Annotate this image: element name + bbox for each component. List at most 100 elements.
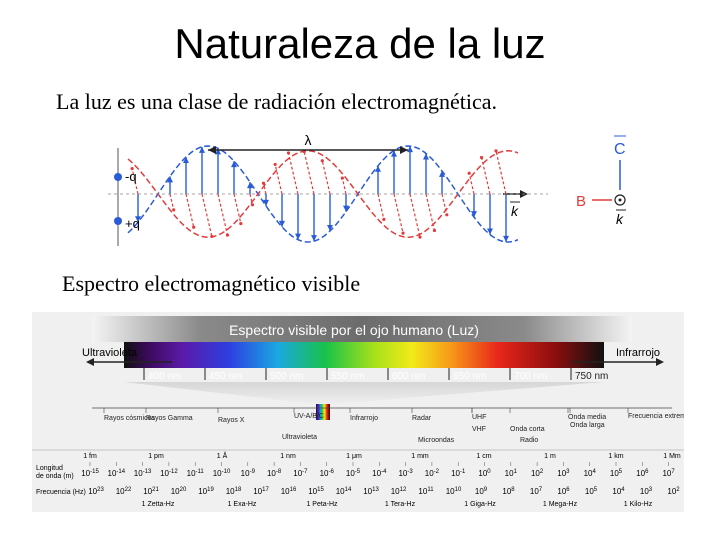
negative-charge <box>114 173 122 181</box>
wavelength-exponent: 107 <box>662 469 675 478</box>
wavelength-tick-label: 500 nm <box>270 371 303 382</box>
b-field-arrow <box>217 193 229 236</box>
wavelength-tick-label: 450 nm <box>209 371 242 382</box>
b-field-arrow <box>409 193 421 238</box>
frequency-exponent: 1016 <box>281 487 297 496</box>
wavelength-tick-label: 700 nm <box>514 371 547 382</box>
e-field-arrow-head <box>343 205 349 212</box>
b-field-arrow <box>274 164 283 195</box>
b-field-arrow-head <box>494 149 498 153</box>
b-field-arrow <box>185 193 195 228</box>
b-field-arrow <box>377 193 385 220</box>
frequency-unit: 1 Mega-Hz <box>543 501 578 508</box>
wavelength-exponent: 100 <box>478 469 491 478</box>
b-field-arrow-head <box>172 208 176 212</box>
b-field-arrow-head <box>261 181 266 185</box>
wavelength-unit: 1 m <box>544 453 556 460</box>
b-field-arrow <box>303 151 315 195</box>
frequency-exponent: 1023 <box>88 487 104 496</box>
wavelength-exponent: 10-3 <box>398 469 413 478</box>
e-field-arrow-head <box>391 150 397 157</box>
e-field-arrow-head <box>247 182 253 189</box>
uv-arrow-head <box>86 358 94 366</box>
wavelength-unit: 1 mm <box>411 453 429 460</box>
frequency-exponent: 1019 <box>198 487 214 496</box>
region-label: Infrarrojo <box>350 415 378 422</box>
e-field-arrow-head <box>167 176 173 183</box>
wavelength-unit: 1 km <box>608 453 623 460</box>
b-field-arrow-head <box>432 228 437 233</box>
e-field-arrow-head <box>375 165 381 172</box>
axis-k-label: k <box>616 211 624 227</box>
b-field-arrow <box>393 193 404 234</box>
frequency-exponent: 105 <box>585 487 598 496</box>
wavelength-tick-label: 400 nm <box>148 371 181 382</box>
magnetic-field-wave <box>127 150 519 238</box>
region-label: Onda media <box>568 414 606 421</box>
frequency-exponent: 1014 <box>336 487 352 496</box>
wavelength-exponent: 10-9 <box>241 469 256 478</box>
e-field-arrow-head <box>503 235 509 242</box>
b-field-arrow <box>249 193 254 205</box>
region-label: UV-A/B/C <box>294 413 324 420</box>
ir-arrow-head <box>656 358 664 366</box>
wavelength-unit: 1 nm <box>280 453 296 460</box>
region-label: Rayos X <box>218 417 245 424</box>
wavelength-tick-label: 550 nm <box>331 371 364 382</box>
slide-subtitle: La luz es una clase de radiación electro… <box>56 89 497 114</box>
wavelength-exponent: 10-15 <box>81 469 99 478</box>
frequency-unit: 1 Giga-Hz <box>464 501 496 508</box>
e-field-arrow-head <box>279 220 285 227</box>
b-field-arrow-head <box>250 203 255 207</box>
wavelength-tick-label: 600 nm <box>392 371 425 382</box>
visible-funnel <box>124 382 604 404</box>
field-axes-diagram: C B k <box>576 135 626 227</box>
b-field-arrow-head <box>340 176 344 180</box>
wavelength-unit: 1 cm <box>476 453 491 460</box>
spectrum-banner <box>92 316 632 342</box>
b-field-arrow-head <box>320 159 324 163</box>
e-field-arrow-head <box>471 211 477 218</box>
frequency-unit: 1 Tera-Hz <box>385 501 416 508</box>
frequency-unit: 1 Exa-Hz <box>228 501 257 508</box>
out-of-page-dot <box>618 198 622 202</box>
frequency-exponent: 1012 <box>391 487 407 496</box>
b-field-arrow-head <box>479 155 484 160</box>
b-field-arrow <box>468 173 475 195</box>
b-field-arrow-head <box>130 167 134 171</box>
wavelength-exponent: 10-14 <box>108 469 126 478</box>
frequency-exponent: 1021 <box>143 487 159 496</box>
region-label: Onda corta <box>510 426 545 433</box>
wavelength-exponent: 10-11 <box>187 469 205 478</box>
charge-bottom-label: +q <box>125 216 140 231</box>
b-field-arrow-head <box>225 233 230 237</box>
region-sub-label: Microondas <box>418 437 455 444</box>
e-field-arrow-head <box>423 153 429 160</box>
e-field-arrow-head <box>215 148 221 155</box>
frequency-exponent: 102 <box>667 487 680 496</box>
b-field-arrow <box>321 160 331 195</box>
charge-top-label: -q <box>125 169 137 184</box>
region-label: UHF <box>472 414 486 421</box>
wavelength-arrow-left-head <box>208 146 216 154</box>
region-label: Radar <box>412 415 432 422</box>
frequency-unit: 1 Zetta-Hz <box>142 501 175 508</box>
electric-field-arrows <box>135 146 528 242</box>
frequency-exponent: 1015 <box>308 487 324 496</box>
wavelength-exponent: 10-12 <box>160 469 178 478</box>
wavelength-exponent: 102 <box>531 469 544 478</box>
b-field-arrow-head <box>192 225 196 229</box>
b-field-arrow <box>441 193 448 215</box>
wavelength-row-label: Longitud <box>36 465 63 472</box>
b-field-arrow-head <box>239 221 243 226</box>
frequency-exponent: 1011 <box>418 487 434 496</box>
b-field-arrow <box>495 150 507 195</box>
wavelength-exponent: 10-4 <box>372 469 387 478</box>
frequency-exponent: 1010 <box>446 487 462 496</box>
ir-arrow-label: Infrarrojo <box>616 347 660 359</box>
b-field-arrow <box>233 193 242 224</box>
frequency-exponent: 1013 <box>363 487 379 496</box>
